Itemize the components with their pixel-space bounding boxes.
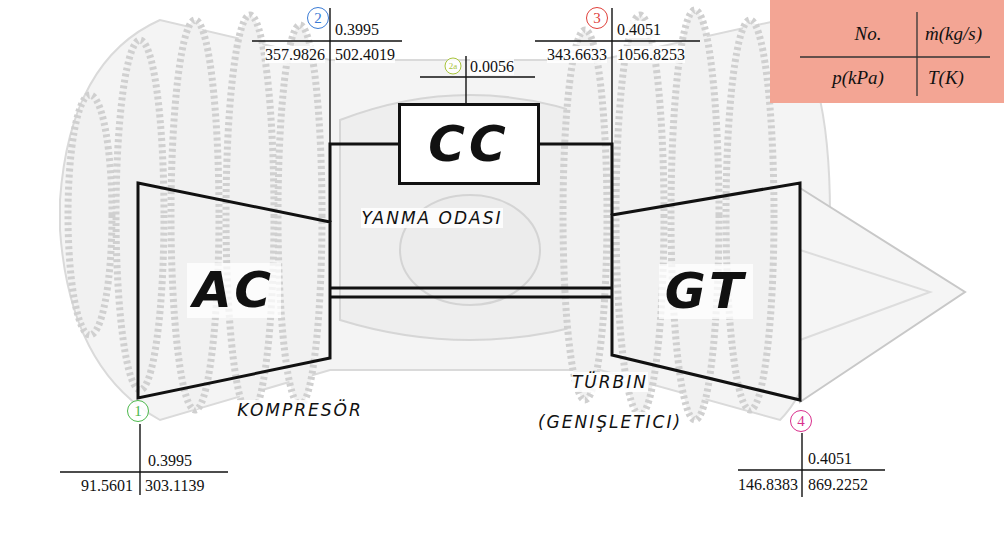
label-holder: 0.4051 xyxy=(808,450,852,468)
label-holder: 869.2252 xyxy=(808,476,868,494)
state-value: 357.9826 xyxy=(265,46,325,63)
key-cell: T(K) xyxy=(928,67,964,88)
state-line xyxy=(329,8,330,145)
label-holder: 146.8383 xyxy=(738,476,798,494)
state-value: 869.2252 xyxy=(808,476,868,493)
label-holder: KOMPRESÖR xyxy=(190,390,410,430)
label-holder: TÜRBIN (GENIŞLETICI) xyxy=(510,362,710,442)
label-holder: 91.5601 xyxy=(81,477,133,495)
label-holder: YANMA ODASI xyxy=(322,198,542,238)
state-value: 146.8383 xyxy=(738,476,798,493)
label-holder: 0.0056 xyxy=(470,58,514,76)
state-leader-lines xyxy=(60,8,885,497)
label-holder: 2a xyxy=(445,58,462,75)
label-holder: 1056.8253 xyxy=(617,46,685,64)
label-holder: 3 xyxy=(586,7,608,29)
label-holder: 0.3995 xyxy=(148,452,192,470)
label-holder: 2 xyxy=(307,7,329,29)
label-holder: 343.6633 xyxy=(547,46,607,64)
state-line xyxy=(60,471,228,472)
flow-line xyxy=(540,144,612,215)
component-name: KOMPRESÖR xyxy=(237,400,363,420)
state-value: 0.3995 xyxy=(148,452,192,469)
state-line xyxy=(252,40,402,41)
nose-cone xyxy=(800,188,965,402)
label-holder: 0.3995 xyxy=(335,21,379,39)
combustor-box: CC xyxy=(398,103,540,185)
state-line xyxy=(139,424,140,495)
label-holder: ṁ(kg/s) xyxy=(925,24,982,45)
state-line xyxy=(420,76,535,77)
key-background xyxy=(770,0,1004,103)
nose-cone-detail xyxy=(800,250,930,340)
state-value: 0.3995 xyxy=(335,21,379,38)
state-line xyxy=(535,40,700,41)
legend-key-box xyxy=(770,0,1004,103)
state-line xyxy=(801,433,802,497)
state-line xyxy=(738,469,885,470)
callout-number: 4 xyxy=(790,410,812,432)
compressor-trapezoid: AC xyxy=(138,183,330,398)
state-value: 0.4051 xyxy=(617,21,661,38)
state-value: 0.0056 xyxy=(470,58,514,75)
state-line xyxy=(611,8,612,145)
component-name: TÜRBIN (GENIŞLETICI) xyxy=(538,372,682,432)
node-text-holder: AC xyxy=(138,183,330,398)
node-text-holder: GT xyxy=(612,183,800,400)
state-value: 1056.8253 xyxy=(617,46,685,63)
state-value: 91.5601 xyxy=(81,477,133,494)
label-holder: No. xyxy=(855,24,882,45)
label-holder: p(kPa) xyxy=(832,68,884,89)
key-cell: p(kPa) xyxy=(832,67,884,88)
combustor-casing xyxy=(340,95,600,340)
turbine-trapezoid: GT xyxy=(612,183,800,400)
state-value: 0.4051 xyxy=(808,450,852,467)
component-code: AC xyxy=(187,263,281,318)
key-divider xyxy=(800,56,990,57)
compressor-ring xyxy=(226,15,274,415)
turbine-ring xyxy=(671,10,719,420)
turbine-ring xyxy=(563,30,607,400)
trapezoid-shape xyxy=(612,183,800,400)
key-divider xyxy=(916,12,917,96)
label-holder: 0.4051 xyxy=(617,21,661,39)
label-holder: 1 xyxy=(127,400,149,422)
turbine-ring xyxy=(726,20,774,410)
key-cell: ṁ(kg/s) xyxy=(925,23,982,44)
shaft-line xyxy=(330,288,612,297)
state-value: 343.6633 xyxy=(547,46,607,63)
component-name: YANMA ODASI xyxy=(361,208,502,228)
compressor-ring xyxy=(116,40,164,390)
compressor-ring xyxy=(171,20,219,410)
label-holder: T(K) xyxy=(928,68,964,89)
label-holder: 502.4019 xyxy=(335,46,395,64)
component-code: CC xyxy=(422,117,515,172)
label-holder: 357.9826 xyxy=(265,46,325,64)
callout-number: 3 xyxy=(586,7,608,29)
state-value: 303.1139 xyxy=(145,477,204,494)
compressor-ring xyxy=(68,95,112,335)
key-cell: No. xyxy=(855,23,882,44)
trapezoid-shape xyxy=(138,183,330,398)
state-value: 502.4019 xyxy=(335,46,395,63)
turbine-ring xyxy=(616,15,664,415)
node-text-holder: CC xyxy=(401,106,537,182)
callout-number: 2a xyxy=(445,58,462,75)
label-holder: 4 xyxy=(790,410,812,432)
callout-number: 2 xyxy=(307,7,329,29)
state-line xyxy=(465,56,466,103)
component-code: GT xyxy=(659,264,753,319)
label-holder: 303.1139 xyxy=(145,477,204,495)
callout-number: 1 xyxy=(127,400,149,422)
